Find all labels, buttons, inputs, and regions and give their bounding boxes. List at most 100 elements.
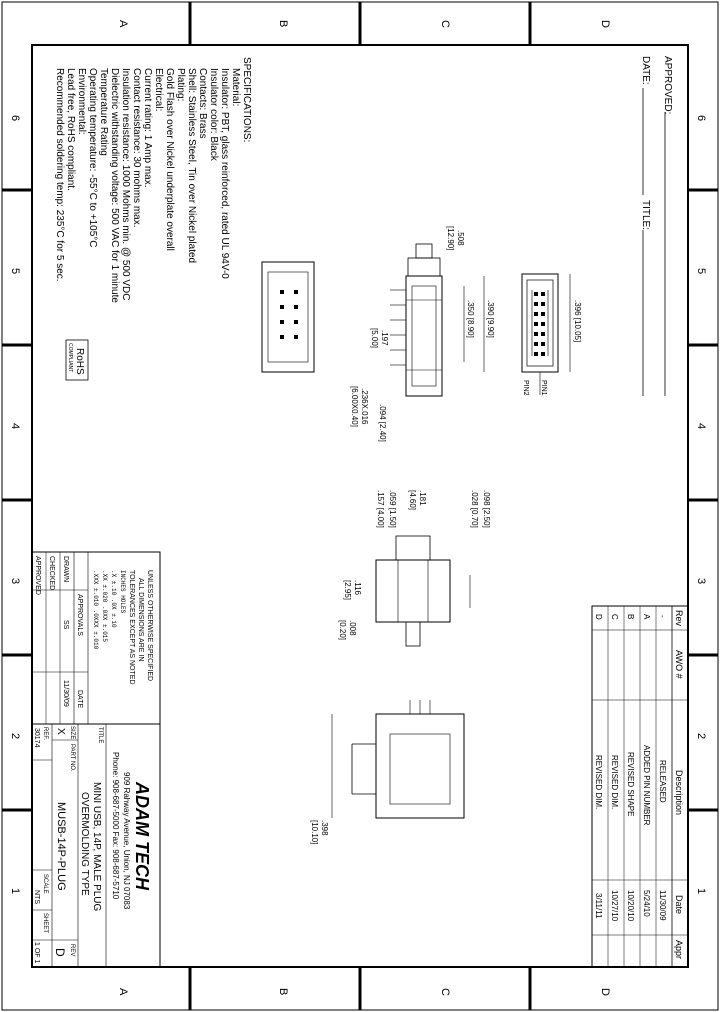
title-label: TITLE:: [640, 200, 651, 230]
plug-pins: [409, 700, 431, 714]
dim-350: .350 [8.90]: [466, 300, 475, 338]
dim-396: .396 [10.05]: [573, 300, 582, 342]
zone-letter: B: [277, 20, 289, 27]
side-pins: [390, 289, 406, 366]
checked-label: CHECKED: [48, 556, 55, 590]
spec-line: Insulator: PBT, glass reinforced, rated …: [219, 68, 230, 279]
date-cell: 5/24/10: [642, 890, 651, 917]
spec-line: Lead free, RoHS compliant.: [65, 68, 76, 191]
drawing-title-line2: OVERMOLDING TYPE: [79, 792, 90, 896]
desc-cell: RELEASED: [658, 760, 667, 803]
pin2-label: PIN2: [522, 380, 529, 396]
rohs-label: RoHS: [74, 348, 85, 375]
rev-header: Rev: [674, 610, 684, 627]
zone-number: 2: [695, 733, 707, 739]
date-cell: 10/20/10: [626, 890, 635, 922]
sheet-label: SHEET: [42, 913, 48, 933]
dim-028: .028 [0.70]: [470, 490, 479, 528]
zone-number: 5: [695, 268, 707, 274]
desc-cell: ADDED PIN NUMBER: [642, 745, 651, 826]
spec-line: Contacts: Brass: [197, 68, 208, 139]
zone-letter: D: [599, 988, 611, 996]
description-header: Description: [674, 770, 684, 815]
rear-view: [261, 261, 315, 373]
dim-181-mm: [4.60]: [408, 490, 417, 510]
part-no-label: PART NO.: [69, 744, 75, 772]
tol-line: UNLESS OTHERWISE SPECIFIED: [146, 570, 153, 681]
revision-table: Rev AWO # Description Date Appr - RELEAS…: [591, 605, 689, 968]
zone-number: 5: [9, 268, 21, 274]
zone-number: 4: [9, 423, 21, 429]
date-label: DATE:: [640, 56, 651, 85]
ref-value: 30174: [33, 728, 40, 748]
dim-508-mm: [12.90]: [446, 226, 455, 250]
company-name: ADAM TECH: [132, 781, 152, 891]
rev-cell: C: [610, 614, 619, 620]
zone-number: 6: [9, 115, 21, 121]
front-view: PIN1 PIN2 .396 [10.05]: [521, 273, 582, 396]
dim-197-mm: [5.00]: [370, 328, 379, 348]
dim-059: .059 [1.50]: [388, 490, 397, 528]
zone-number: 1: [9, 888, 21, 894]
date-header: Date: [674, 895, 684, 914]
part-number: MUSB-14P-PLUG: [55, 802, 67, 891]
approval-block: APPROVED: DATE: TITLE:: [640, 56, 673, 396]
rohs-sub-label: COMPLIANT: [67, 343, 73, 372]
dim-398-mm: [10.10]: [310, 820, 319, 844]
spec-line: Insulator color: Black: [208, 68, 219, 162]
dim-236-mm: [6.00X0.40]: [350, 386, 359, 427]
zone-numbers-bottom: 6 5 4 3 2 1: [9, 115, 21, 894]
date-col-label: DATE: [76, 690, 83, 708]
spec-heading: SPECIFICATIONS:: [241, 57, 252, 142]
zone-number: 3: [9, 578, 21, 584]
approved-label: APPROVED: [34, 556, 41, 595]
spec-line: Environmental:: [76, 68, 87, 135]
dim-181: .181: [418, 490, 427, 506]
dim-398: .398: [320, 820, 329, 836]
company-phone: Phone: 908-687-5000 Fax: 908-687-5710: [111, 752, 120, 900]
company-address: 909 Rahway Avenue, Union, NJ 07083: [122, 772, 131, 910]
rev-cell: A: [642, 614, 651, 620]
zone-number: 4: [695, 423, 707, 429]
plug-top-view: .398 [10.10]: [310, 700, 465, 844]
zone-letter: A: [117, 20, 129, 28]
tol-line: TOLERANCES EXCEPT AS NOTED: [128, 570, 135, 685]
zone-letter: D: [599, 20, 611, 28]
drawing-title-line1: MINI USB, 14P, MALE PLUG: [91, 782, 102, 912]
zone-letter: C: [439, 988, 451, 996]
spec-line: Current rating: 1 Amp max.: [142, 68, 153, 188]
tol-line: .XXX ±.010 .0XXX ±.010: [92, 570, 99, 650]
spec-line: Electrical:: [153, 68, 164, 111]
section-view: .098 [2.50] .028 [0.70] .181 [4.60] .059…: [338, 490, 491, 647]
tolerance-block: UNLESS OTHERWISE SPECIFIED ALL DIMENSION…: [31, 551, 161, 725]
desc-cell: REVISED DIM.: [594, 755, 603, 809]
desc-cell: REVISED SHAPE: [626, 752, 635, 816]
appr-header: Appr: [674, 940, 684, 959]
rev-value: D: [53, 948, 67, 957]
drawn-date: 11/30/09: [62, 680, 69, 707]
title-block: ADAM TECH 909 Rahway Avenue, Union, NJ 0…: [31, 723, 161, 968]
ref-label: REF.: [42, 727, 48, 740]
dim-116: .116: [353, 580, 362, 596]
rohs-badge: [65, 339, 89, 381]
front-pins: [534, 292, 545, 356]
tol-line: .X ±.10 .0X ±.10: [110, 570, 117, 628]
pin1-label: PIN1: [540, 380, 547, 396]
dim-508: .508: [456, 230, 465, 246]
date-cell: 10/27/10: [610, 890, 619, 922]
zone-numbers-top: 6 5 4 3 2 1: [695, 115, 707, 894]
desc-cell: REVISED DIM.: [610, 755, 619, 809]
dim-098: .098 [2.50]: [482, 490, 491, 528]
zone-number: 2: [9, 733, 21, 739]
zone-number: 1: [695, 888, 707, 894]
tol-line: .XX ±.020 .0XX ±.015: [101, 570, 108, 642]
spec-line: Plating:: [175, 68, 186, 101]
size-value: X: [55, 728, 66, 735]
approved-label: APPROVED:: [662, 56, 673, 114]
title-block-title-label: TITLE: [97, 727, 103, 743]
dim-008: .008: [348, 620, 357, 636]
sheet-value: 1 OF 1: [33, 942, 40, 964]
drawn-label: DRAWN: [62, 556, 69, 582]
